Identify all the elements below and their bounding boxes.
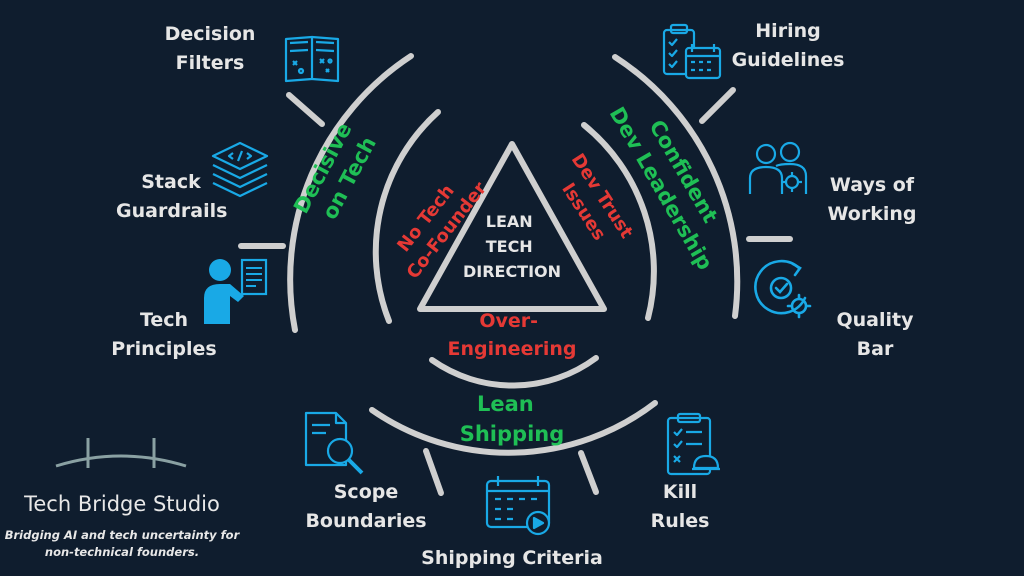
- label-line: Bar: [856, 338, 894, 360]
- outer-ring: [238, 53, 793, 496]
- tick-left-upper: [286, 92, 325, 127]
- problem-bottom: Over- Engineering: [448, 310, 577, 360]
- label-line: Hiring: [755, 20, 821, 42]
- pillar-left: Decisive on Tech: [289, 112, 385, 230]
- label-shipping-criteria: Shipping Criteria: [412, 544, 612, 573]
- label-tech-principles: Tech Principles: [104, 306, 224, 364]
- bridge-logo-icon: [55, 438, 187, 468]
- outer-arc-left: [287, 53, 414, 333]
- center-title-line: TECH: [486, 237, 533, 256]
- label-kill-rules: Kill Rules: [640, 478, 720, 536]
- document-search-icon: [304, 411, 364, 475]
- tagline-line: Bridging AI and tech uncertainty for: [4, 528, 240, 542]
- label-line: Quality: [836, 309, 914, 331]
- presenter-icon: [204, 258, 268, 324]
- tagline-line: non-technical founders.: [44, 545, 200, 559]
- center-title: LEAN TECH DIRECTION: [463, 212, 561, 281]
- label-line: Stack: [141, 171, 201, 193]
- label-line: Scope: [333, 481, 399, 503]
- check-gear-icon: [754, 259, 812, 319]
- center-title-line: LEAN: [486, 212, 533, 231]
- label-line: Guidelines: [731, 49, 845, 71]
- label-decision-filters: Decision Filters: [160, 20, 260, 78]
- problem-bottom-line: Over-: [479, 310, 538, 332]
- outer-arc-bottom: [369, 400, 658, 456]
- clipboard-hardhat-icon: [666, 412, 720, 476]
- problem-right: Dev Trust Issues: [547, 150, 641, 261]
- label-stack-guardrails: Stack Guardrails: [116, 168, 228, 226]
- checklist-calendar-icon: [662, 23, 722, 80]
- pillar-bottom: Lean Shipping: [460, 392, 565, 446]
- label-line: Filters: [175, 52, 245, 74]
- label-line: Boundaries: [305, 510, 427, 532]
- label-line: Decision: [164, 23, 256, 45]
- label-scope-boundaries: Scope Boundaries: [302, 478, 430, 536]
- tick-bottom-right: [578, 450, 599, 495]
- calendar-play-icon: [485, 476, 551, 536]
- label-hiring-guidelines: Hiring Guidelines: [728, 17, 848, 75]
- team-gears-icon: [748, 141, 808, 194]
- code-layers-icon: [211, 141, 269, 198]
- pillar-bottom-line: Lean: [477, 392, 534, 416]
- brand-tagline: Bridging AI and tech uncertainty for non…: [0, 527, 244, 561]
- brand-name: Tech Bridge Studio: [24, 492, 220, 516]
- inner-arc-left: [372, 109, 441, 324]
- label-line: Tech: [139, 309, 189, 331]
- label-line: Shipping Criteria: [421, 547, 603, 569]
- tick-bottom-left: [423, 448, 444, 496]
- label-line: Kill: [662, 481, 698, 503]
- label-quality-bar: Quality Bar: [825, 306, 925, 364]
- inner-ring: [372, 109, 657, 389]
- outer-arc-right: [612, 54, 741, 319]
- label-ways-of-working: Ways of Working: [820, 171, 924, 229]
- label-line: Ways of: [829, 174, 915, 196]
- label-line: Principles: [111, 338, 217, 360]
- inner-arc-right: [581, 122, 657, 321]
- problem-bottom-line: Engineering: [448, 338, 577, 360]
- center-title-line: DIRECTION: [463, 262, 561, 281]
- inner-arc-bottom: [429, 355, 599, 389]
- label-line: Rules: [650, 510, 710, 532]
- center-triangle: [417, 141, 607, 312]
- label-line: Working: [827, 203, 917, 225]
- tick-right-upper: [699, 87, 736, 124]
- pillar-bottom-line: Shipping: [460, 422, 565, 446]
- label-line: Guardrails: [116, 200, 228, 222]
- book-icon: [284, 35, 340, 83]
